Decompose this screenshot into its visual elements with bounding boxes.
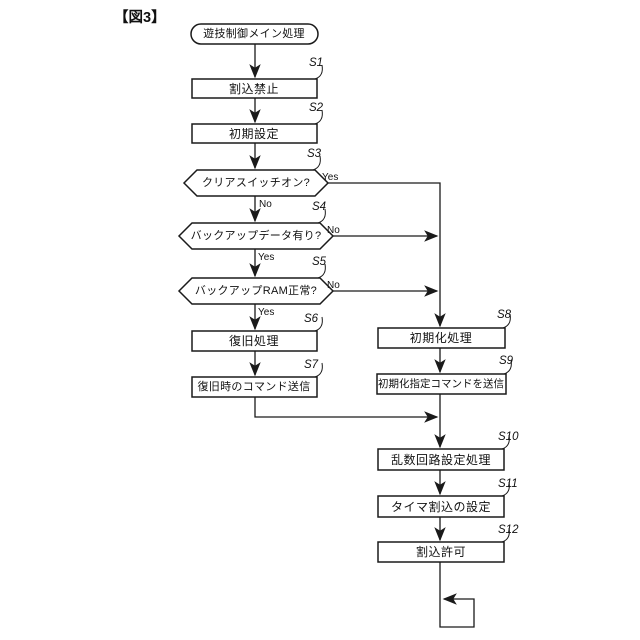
node-s7-tag: S7	[304, 359, 319, 371]
node-s3-tag: S3	[307, 148, 322, 160]
edge-s3-yes-s8	[328, 182, 446, 328]
node-start: 遊技制御メイン処理	[190, 23, 319, 45]
node-s2: 初期設定 S2	[191, 102, 324, 144]
node-s12-tag: S12	[498, 524, 519, 536]
node-s3-label: クリアスイッチオン?	[202, 176, 310, 189]
node-s5-label: バックアップRAM正常?	[195, 284, 317, 297]
branch-s4-no: No	[327, 225, 340, 236]
branch-s3-no: No	[259, 199, 272, 210]
node-s10-tag: S10	[498, 431, 519, 443]
node-s6-label: 復旧処理	[229, 333, 279, 348]
edges	[249, 44, 475, 628]
node-s11: タイマ割込の設定 S11	[377, 478, 518, 518]
node-s10: 乱数回路設定処理 S10	[377, 431, 519, 471]
node-s8: 初期化処理 S8	[377, 309, 512, 349]
node-s7: 復旧時のコマンド送信 S7	[191, 359, 323, 398]
branch-s5-no: No	[327, 280, 340, 291]
node-s9: 初期化指定コマンドを送信 S9	[376, 355, 514, 395]
branch-s5-yes: Yes	[258, 307, 274, 318]
node-s6: 復旧処理 S6	[191, 313, 323, 352]
node-s1-label: 割込禁止	[229, 81, 279, 96]
edge-s12-loop	[439, 562, 475, 628]
node-s12: 割込許可 S12	[377, 524, 519, 563]
node-s12-label: 割込許可	[416, 544, 466, 559]
node-s9-tag: S9	[499, 355, 514, 367]
edge-s7-merge	[254, 397, 439, 423]
node-s11-tag: S11	[498, 478, 518, 490]
node-s4-label: バックアップデータ有り?	[191, 228, 322, 242]
node-s5-tag: S5	[312, 256, 327, 268]
branch-s3-yes: Yes	[322, 172, 338, 183]
node-s11-label: タイマ割込の設定	[391, 499, 491, 514]
node-s9-label: 初期化指定コマンドを送信	[378, 377, 504, 390]
node-s2-tag: S2	[309, 102, 324, 114]
branch-s4-yes: Yes	[258, 252, 274, 263]
node-start-label: 遊技制御メイン処理	[203, 26, 305, 40]
node-s4-tag: S4	[312, 201, 326, 213]
node-s7-label: 復旧時のコマンド送信	[198, 379, 311, 393]
node-s1-tag: S1	[309, 57, 323, 69]
node-s6-tag: S6	[304, 313, 319, 325]
node-s10-label: 乱数回路設定処理	[391, 452, 491, 467]
figure-label: 【図3】	[114, 9, 166, 26]
node-s8-tag: S8	[497, 309, 512, 321]
node-s3: クリアスイッチオン? S3 Yes No	[182, 148, 338, 210]
node-s5: バックアップRAM正常? S5 No Yes	[177, 256, 340, 318]
node-s1: 割込禁止 S1	[191, 57, 323, 99]
node-s8-label: 初期化処理	[410, 331, 473, 345]
node-s2-label: 初期設定	[229, 126, 279, 141]
node-s4: バックアップデータ有り? S4 No Yes	[177, 201, 340, 263]
